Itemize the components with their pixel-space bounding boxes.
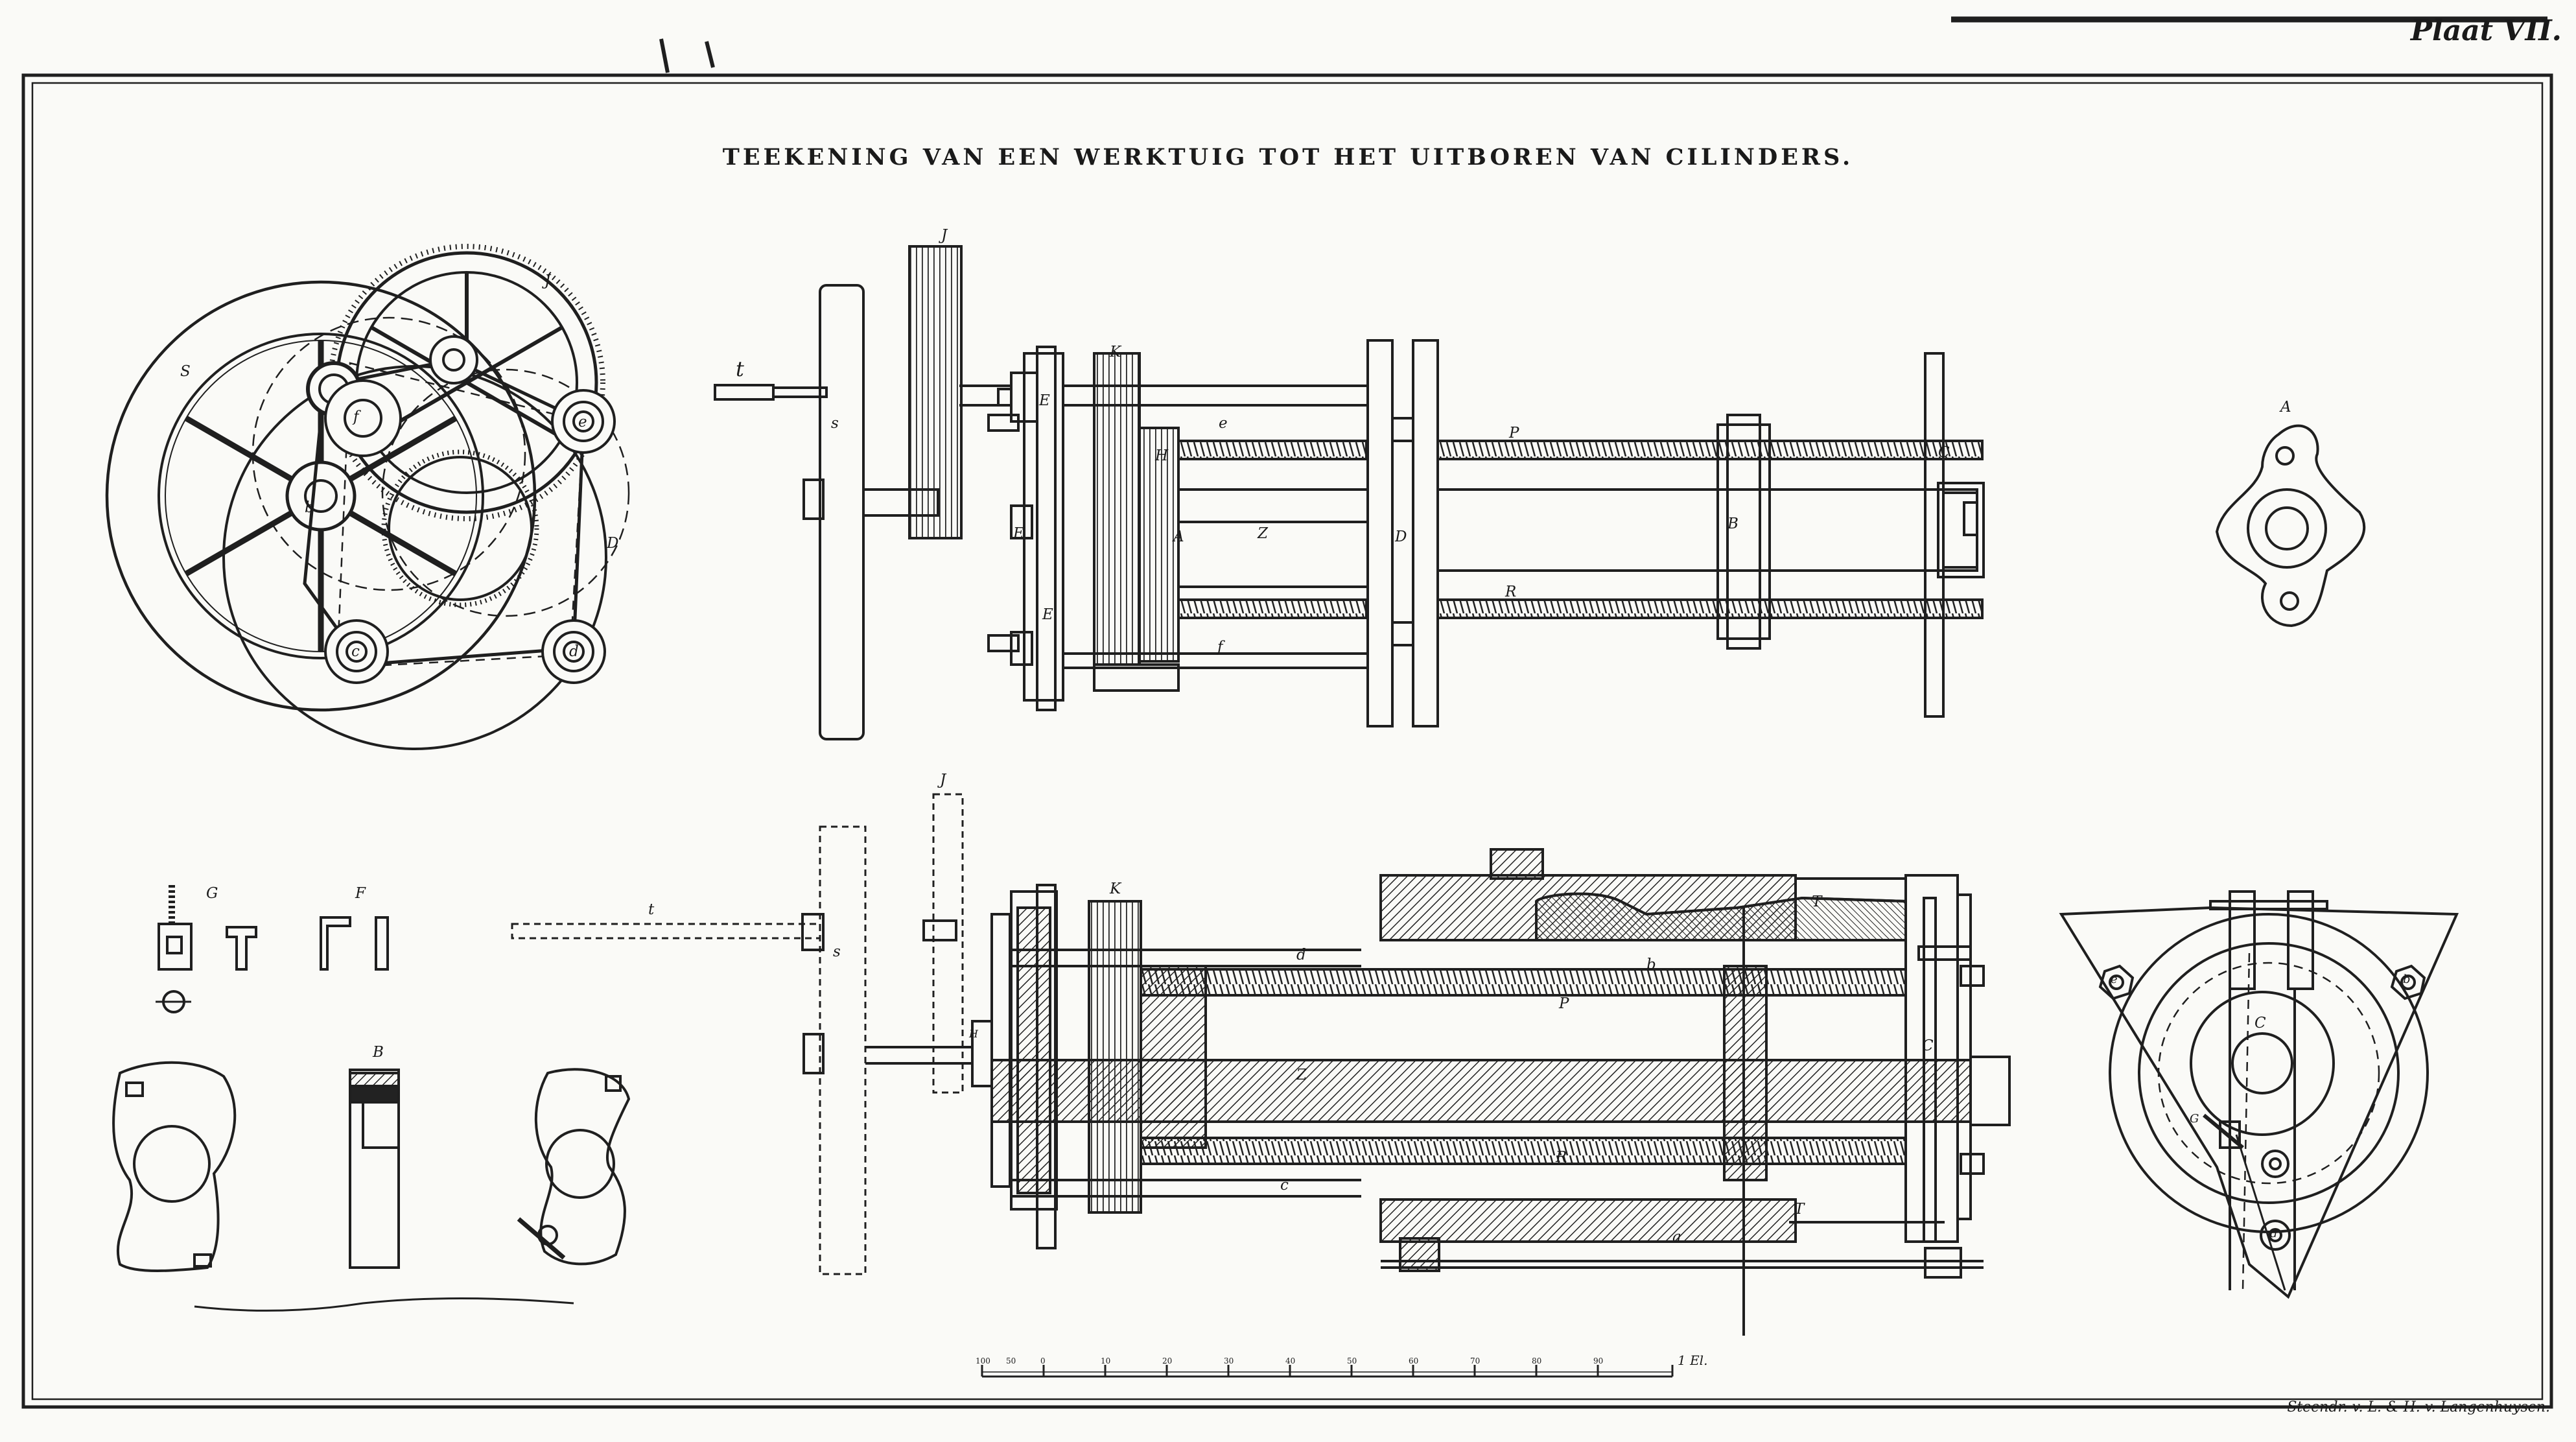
scale-tick-label: 70 bbox=[1470, 1356, 1481, 1365]
part-label: G bbox=[2190, 1112, 2199, 1126]
inner-border bbox=[31, 82, 2544, 1401]
scale-tick-label: 50 bbox=[1347, 1356, 1357, 1365]
part-label: G bbox=[206, 885, 218, 902]
part-label: e bbox=[578, 414, 587, 431]
part-label: J bbox=[544, 272, 551, 289]
part-label: P bbox=[1559, 995, 1569, 1012]
part-label: t bbox=[736, 357, 744, 381]
scale-tick-label: 90 bbox=[1593, 1356, 1604, 1365]
gear-train-end-view bbox=[105, 244, 630, 750]
scale-end-label: 1 El. bbox=[1678, 1353, 1708, 1368]
part-label: D bbox=[607, 535, 619, 552]
part-label: K bbox=[1110, 881, 1121, 897]
part-label: H bbox=[969, 1028, 978, 1040]
plate-number: Plaat VII. bbox=[2410, 14, 2562, 47]
part-label: H bbox=[1155, 447, 1169, 464]
part-label: J bbox=[940, 772, 946, 788]
part-label: b bbox=[305, 499, 314, 516]
part-label: c bbox=[1280, 1177, 1289, 1194]
part-label: s bbox=[833, 943, 841, 960]
part-label: R bbox=[1505, 584, 1517, 600]
part-label: Z bbox=[1296, 1067, 1307, 1083]
part-label: R bbox=[1556, 1149, 1567, 1166]
part-label: A bbox=[1173, 528, 1184, 545]
scale-tick-label: 40 bbox=[1285, 1356, 1296, 1365]
plate-title: TEEKENING VAN EEN WERKTUIG TOT HET UITBO… bbox=[722, 144, 1854, 171]
part-label: E bbox=[1039, 392, 1050, 409]
part-label: a bbox=[1672, 1229, 1681, 1246]
part-label: b bbox=[1646, 956, 1656, 973]
part-label: B bbox=[1727, 515, 1739, 532]
part-label: A bbox=[2280, 399, 2291, 416]
scale-tick-label: 30 bbox=[1224, 1356, 1234, 1365]
part-label: D bbox=[1395, 528, 1407, 545]
scale-tick-label: 80 bbox=[1532, 1356, 1542, 1365]
part-label: F bbox=[355, 885, 366, 902]
part-label: C bbox=[1938, 444, 1950, 461]
scale-tick-label: 20 bbox=[1162, 1356, 1173, 1365]
part-label: Z bbox=[1258, 525, 1268, 542]
printer-imprint: Steendr. v. L. & H. v. Langenhuysen. bbox=[2287, 1399, 2550, 1415]
part-label: e bbox=[2111, 973, 2118, 986]
part-label: J bbox=[941, 227, 948, 244]
part-label: C bbox=[1922, 1037, 1934, 1054]
detail-parts bbox=[112, 885, 631, 1312]
part-label: P bbox=[1509, 425, 1519, 442]
scale-tick-label: 100 bbox=[976, 1356, 990, 1365]
part-label: t bbox=[648, 901, 655, 918]
machine-end-view bbox=[2059, 890, 2459, 1299]
scale-tick-label: 0 bbox=[1040, 1356, 1046, 1365]
part-label: K bbox=[1110, 344, 1121, 360]
part-label: s bbox=[831, 415, 839, 432]
part-label: C bbox=[2254, 1015, 2266, 1032]
part-label: f bbox=[353, 408, 359, 425]
part-label: c bbox=[351, 643, 360, 660]
part-label: d bbox=[1296, 947, 1306, 963]
part-label: d bbox=[569, 643, 579, 660]
part-label: b bbox=[2403, 973, 2411, 986]
machine-plan-view bbox=[714, 245, 1985, 740]
part-label: f bbox=[1217, 639, 1223, 656]
part-label: e bbox=[1219, 415, 1228, 432]
outer-border bbox=[21, 73, 2553, 1409]
scale-tick-label: 50 bbox=[1006, 1356, 1016, 1365]
part-label: E bbox=[1013, 525, 1024, 542]
machine-section-view bbox=[511, 793, 2011, 1336]
part-label: E bbox=[1042, 606, 1053, 623]
part-label: S bbox=[180, 363, 191, 380]
scale-bar bbox=[981, 1365, 1674, 1378]
scale-tick-label: 10 bbox=[1101, 1356, 1111, 1365]
part-label: B bbox=[373, 1044, 384, 1061]
part-label: d bbox=[2270, 1227, 2278, 1240]
part-label: T bbox=[1794, 1201, 1805, 1218]
scale-tick-label: 60 bbox=[1409, 1356, 1419, 1365]
flange-plate-A bbox=[2215, 424, 2366, 628]
part-label: T bbox=[1812, 893, 1822, 910]
